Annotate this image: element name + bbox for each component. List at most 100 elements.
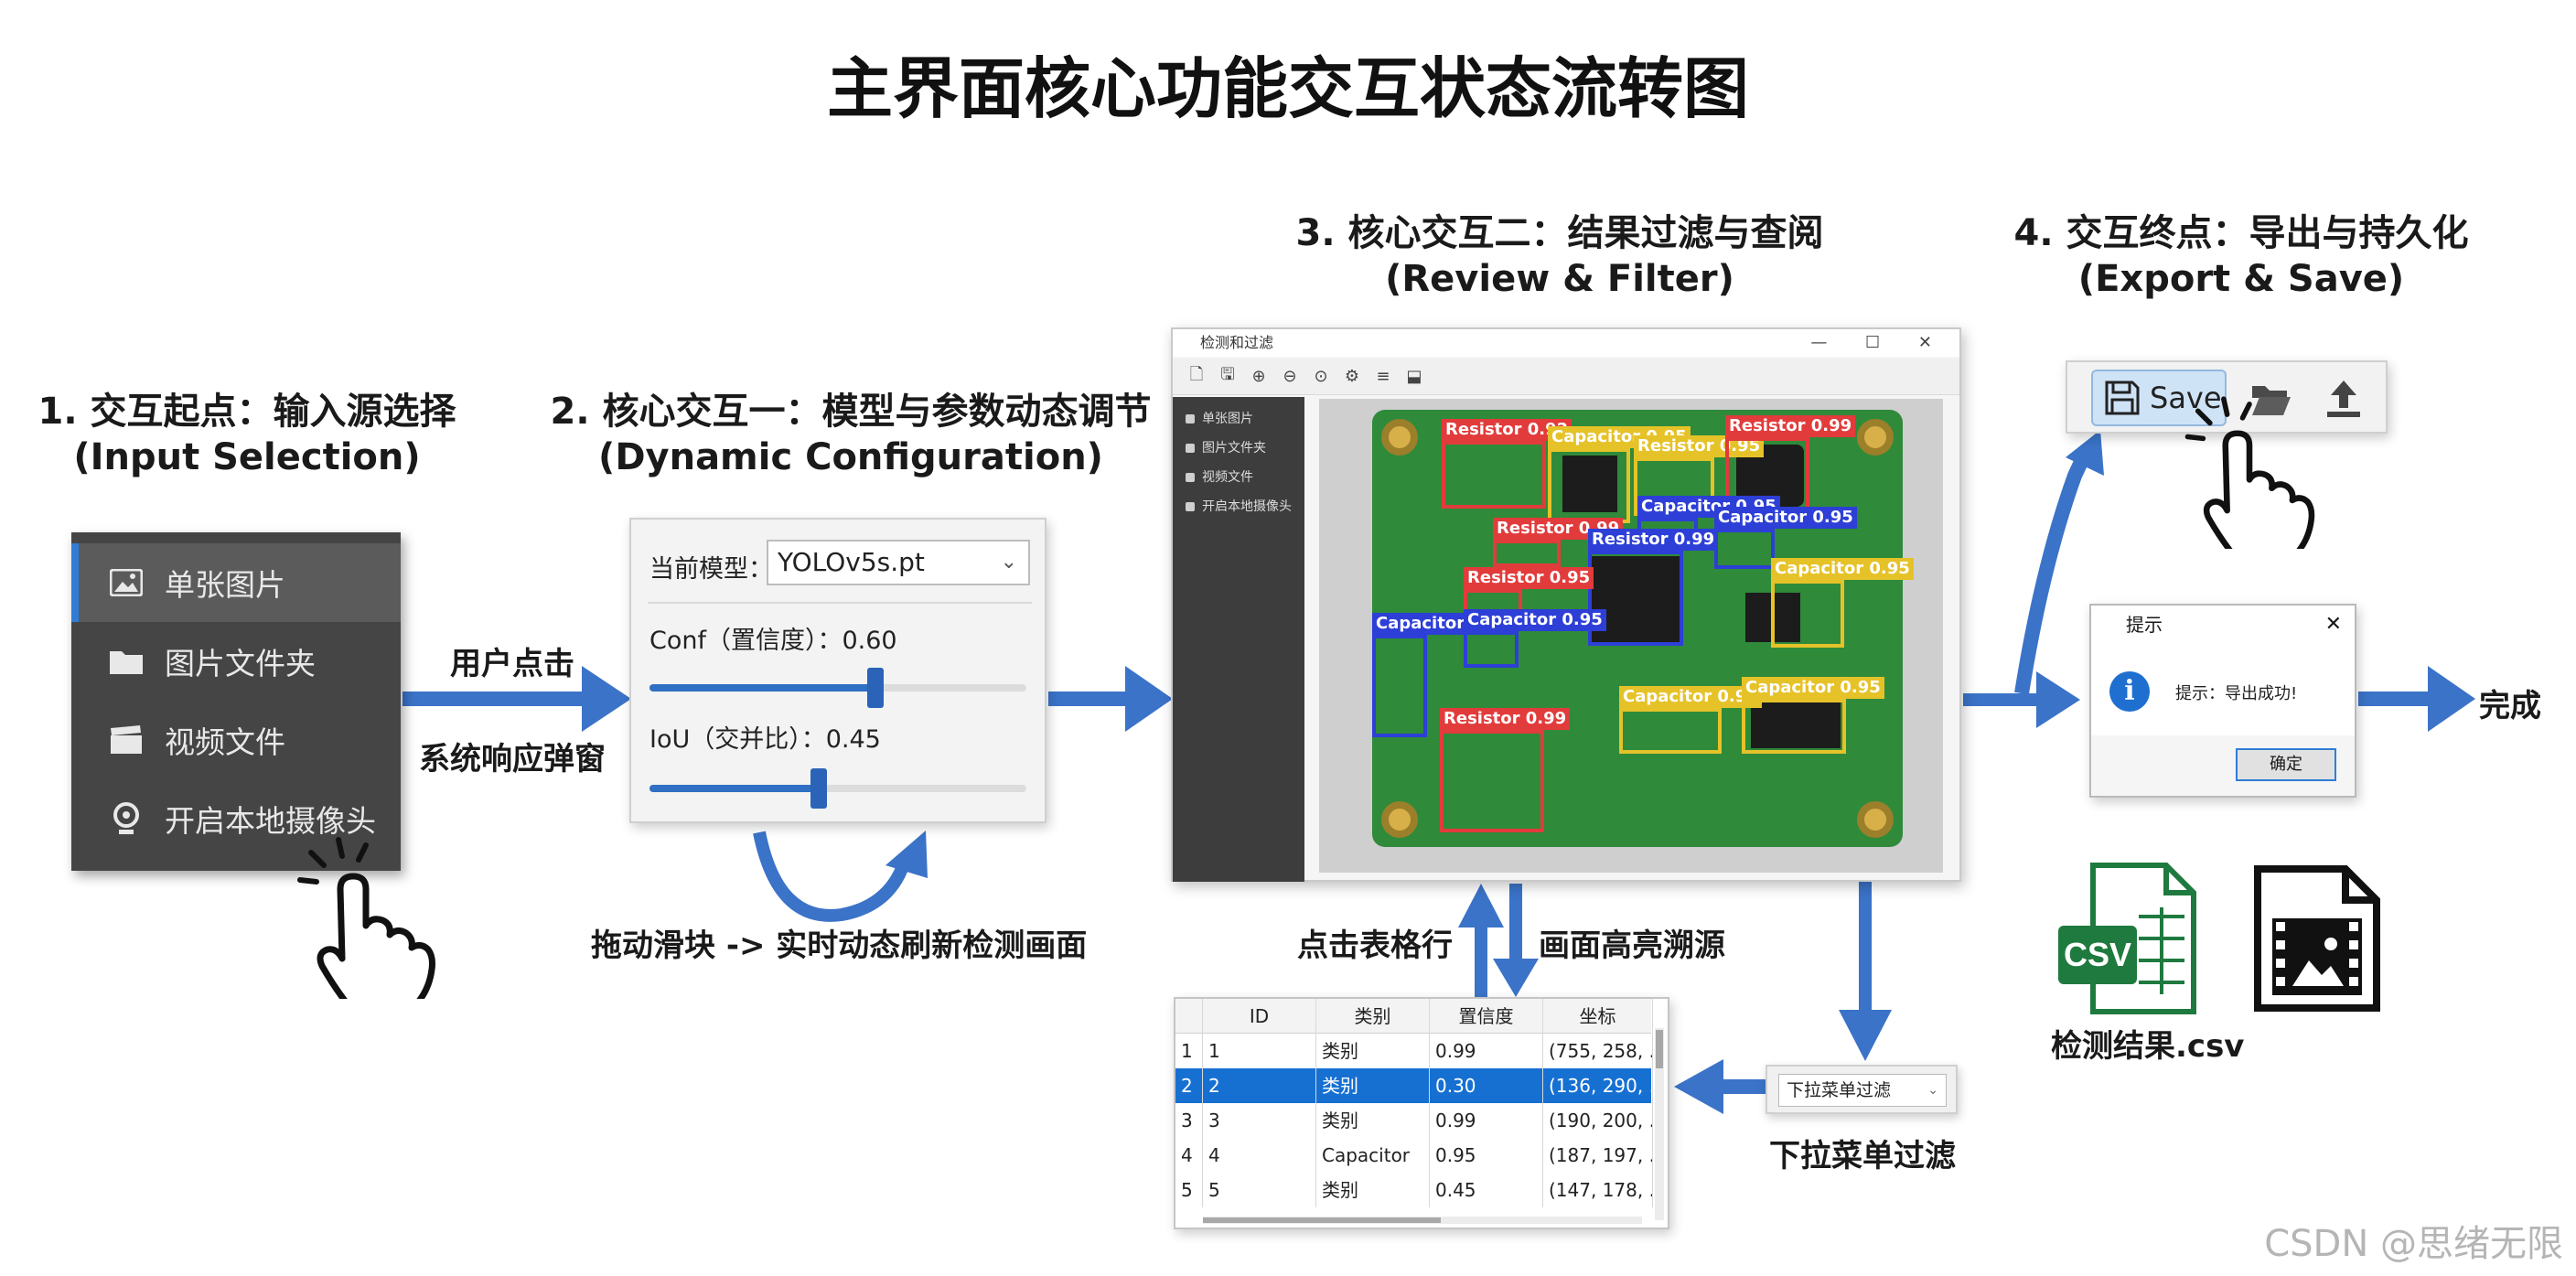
- image-icon: [108, 564, 145, 601]
- filter-dropdown-panel: 下拉菜单过滤 ⌄: [1766, 1065, 1958, 1114]
- detection-box[interactable]: Resistor 0.99: [1588, 529, 1719, 646]
- close-icon[interactable]: ✕: [2324, 613, 2342, 636]
- model-select-value: YOLOv5s.pt: [778, 547, 925, 577]
- config-panel: 当前模型： YOLOv5s.pt ⌄ Conf（置信度）：0.60 IoU（交并…: [629, 518, 1046, 823]
- horizontal-scrollbar[interactable]: [1203, 1217, 1642, 1224]
- class-filter-select[interactable]: 下拉菜单过滤 ⌄: [1778, 1074, 1947, 1107]
- detection-box[interactable]: Capacitor 0.95: [1548, 426, 1690, 523]
- step4-title-line2: (Export & Save): [2077, 258, 2405, 300]
- image-viewport[interactable]: Resistor 0.92 Capacitor 0.95 Resistor 0.…: [1319, 399, 1943, 873]
- detection-box[interactable]: Resistor 0.92: [1442, 419, 1572, 509]
- menu-item-single-image[interactable]: 单张图片: [71, 543, 401, 622]
- step2-title: 2. 核心交互一：模型与参数动态调节 (Dynamic Configuratio…: [531, 389, 1171, 480]
- window-controls[interactable]: — ☐ ✕: [1810, 333, 1948, 352]
- window-sidebar: 单张图片 图片文件夹 视频文件 开启本地摄像头: [1173, 397, 1304, 882]
- table-cell: 4: [1203, 1138, 1316, 1173]
- new-file-icon[interactable]: 🗋: [1189, 364, 1204, 384]
- detection-box[interactable]: Capacitor 0.95: [1771, 558, 1914, 648]
- menu-item-image-folder[interactable]: 图片文件夹: [71, 622, 401, 701]
- sidebar-item-image-folder[interactable]: 图片文件夹: [1173, 434, 1304, 463]
- detection-box[interactable]: Capacitor 0.95: [1619, 686, 1762, 754]
- clapperboard-icon: [108, 722, 145, 758]
- loop-arrow: [753, 831, 912, 922]
- window-title-text: 检测和过滤: [1200, 334, 1274, 351]
- menu-item-label: 开启本地摄像头: [165, 803, 376, 839]
- detection-box[interactable]: Capacitor 0.95: [1714, 507, 1857, 569]
- detection-box[interactable]: Capacitor 0.95: [1464, 609, 1606, 668]
- conf-label: Conf（置信度）：0.60: [649, 627, 897, 655]
- image-file-icon: [2254, 865, 2380, 1012]
- open-folder-icon[interactable]: [2250, 381, 2292, 417]
- table-cell: (147, 178, ...: [1543, 1173, 1653, 1207]
- sidebar-item-video-file[interactable]: 视频文件: [1173, 463, 1304, 492]
- detection-box[interactable]: Resistor 0.95: [1464, 567, 1594, 613]
- divider: [648, 602, 1032, 604]
- step4-title: 4. 交互终点：导出与持久化 (Export & Save): [1994, 210, 2488, 302]
- upload-icon[interactable]: [2325, 379, 2362, 419]
- iou-slider[interactable]: [649, 768, 1026, 809]
- watermark: CSDN @思绪无限: [2264, 1223, 2563, 1265]
- chevron-down-icon: ⌄: [1927, 1083, 1938, 1098]
- label-dropdown-filter: 下拉菜单过滤: [1769, 1138, 1956, 1174]
- column-header-class[interactable]: 类别: [1316, 999, 1430, 1034]
- csv-file-label: 检测结果.csv: [2051, 1028, 2245, 1065]
- menu-item-video-file[interactable]: 视频文件: [71, 701, 401, 779]
- zoom-out-icon[interactable]: ⊖: [1283, 367, 1297, 386]
- arrow-dialog-to-done: [2358, 692, 2431, 706]
- save-icon[interactable]: 🖫: [1220, 364, 1235, 384]
- table-cell: 5: [1203, 1173, 1316, 1207]
- iou-slider-fill: [649, 785, 819, 792]
- label-user-click: 用户点击: [450, 646, 574, 682]
- dialog-title: 提示 ✕: [2091, 606, 2355, 644]
- step1-title-line1: 1. 交互起点：输入源选择: [38, 391, 456, 433]
- label-system-popup: 系统响应弹窗: [419, 741, 606, 777]
- conf-slider[interactable]: [649, 668, 1026, 708]
- step4-title-line1: 4. 交互终点：导出与持久化: [2013, 212, 2469, 254]
- menu-item-webcam[interactable]: 开启本地摄像头: [71, 779, 401, 858]
- table-cell: 1: [1203, 1034, 1316, 1068]
- step2-title-line1: 2. 核心交互一：模型与参数动态调节: [550, 391, 1152, 433]
- sidebar-item-webcam[interactable]: 开启本地摄像头: [1173, 492, 1304, 521]
- iou-slider-handle[interactable]: [810, 768, 827, 809]
- floppy-disk-icon: [2105, 381, 2140, 415]
- save-button-label: Save: [2150, 381, 2222, 415]
- model-select[interactable]: YOLOv5s.pt ⌄: [767, 540, 1030, 585]
- detection-box[interactable]: Capacitor 0.95: [1742, 677, 1884, 754]
- table-cell: (755, 258, ...: [1543, 1034, 1653, 1068]
- label-highlight-source: 画面高亮溯源: [1539, 928, 1725, 964]
- column-header-coords[interactable]: 坐标: [1543, 999, 1653, 1034]
- layers-icon[interactable]: ≡: [1376, 367, 1390, 386]
- folder-icon: [108, 643, 145, 680]
- vertical-scrollbar[interactable]: [1655, 1028, 1664, 1220]
- table-cell: 类别: [1316, 1103, 1430, 1138]
- label-click-row: 点击表格行: [1297, 928, 1453, 964]
- table-cell: 类别: [1316, 1068, 1430, 1103]
- detection-box[interactable]: Capacitor 0.95: [1372, 613, 1515, 737]
- zoom-fit-icon[interactable]: ⊙: [1314, 367, 1328, 386]
- webcam-icon: [108, 800, 145, 837]
- export-icon[interactable]: ⬓: [1406, 367, 1422, 386]
- label-done: 完成: [2479, 688, 2541, 724]
- column-header-confidence[interactable]: 置信度: [1430, 999, 1543, 1034]
- csv-file-icon: CSV: [2058, 863, 2196, 1014]
- hand-pointer-icon: [297, 837, 435, 999]
- detection-box[interactable]: Resistor 0.95: [1634, 435, 1765, 516]
- conf-slider-handle[interactable]: [867, 668, 884, 708]
- detection-box[interactable]: Resistor 0.99: [1493, 518, 1624, 567]
- ok-button[interactable]: 确定: [2236, 748, 2336, 781]
- table-cell: 3: [1203, 1103, 1316, 1138]
- step3-title-line1: 3. 核心交互二：结果过滤与查阅: [1295, 212, 1824, 254]
- detection-box[interactable]: Resistor 0.99: [1440, 708, 1571, 832]
- sidebar-item-single-image[interactable]: 单张图片: [1173, 404, 1304, 434]
- column-header-id[interactable]: ID: [1203, 999, 1316, 1034]
- zoom-in-icon[interactable]: ⊕: [1251, 367, 1266, 386]
- settings-icon[interactable]: ⚙: [1344, 367, 1360, 386]
- mounting-hole: [1381, 801, 1418, 838]
- step1-title: 1. 交互起点：输入源选择 (Input Selection): [9, 389, 485, 480]
